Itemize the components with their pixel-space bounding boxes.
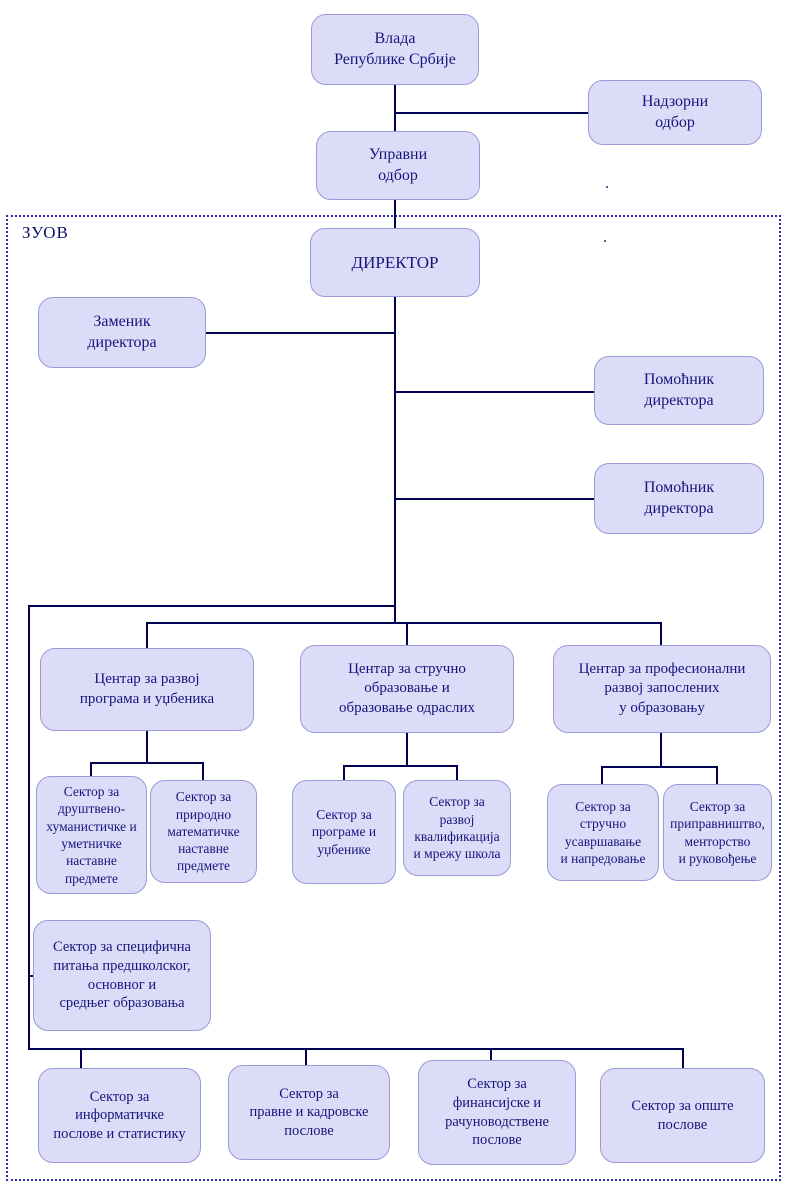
node-pomocnik-direktora-1: Помоћник директора xyxy=(594,356,764,425)
zuov-frame-label: ЗУОВ xyxy=(22,223,69,242)
connector-line xyxy=(90,762,92,777)
node-nadzorni-odbor: Надзорни одбор xyxy=(588,80,762,145)
connector-line xyxy=(396,391,594,393)
node-vlada: Влада Републике Србије xyxy=(311,14,479,85)
connector-line xyxy=(28,605,30,1049)
connector-line xyxy=(146,622,662,624)
connector-line xyxy=(90,762,204,764)
node-direktor: ДИРЕКТОР xyxy=(310,228,480,297)
node-sektor-programi-udzbenici: Сектор за програме и уџбенике xyxy=(292,780,396,884)
node-centar-profesionalni-razvoj: Центар за професионални развој запослени… xyxy=(553,645,771,733)
node-sektor-pripravnistvo: Сектор за приправништво, менторство и ру… xyxy=(663,784,772,881)
connector-line xyxy=(394,112,588,114)
node-sektor-razvoj-kvalifikacija: Сектор за развој квалификација и мрежу ш… xyxy=(403,780,511,876)
stray-dot: . xyxy=(605,175,609,192)
connector-line xyxy=(28,1048,684,1050)
connector-line xyxy=(716,766,718,784)
node-sektor-opsti-poslovi: Сектор за опште послове xyxy=(600,1068,765,1163)
node-centar-razvoj-programa: Центар за развој програма и уџбеника xyxy=(40,648,254,731)
connector-line xyxy=(406,733,408,765)
connector-line xyxy=(394,297,396,624)
connector-line xyxy=(682,1048,684,1068)
connector-line xyxy=(396,498,594,500)
connector-line xyxy=(305,1048,307,1065)
node-upravni-odbor: Управни одбор xyxy=(316,131,480,200)
connector-line xyxy=(394,85,396,131)
connector-line xyxy=(202,762,204,781)
node-sektor-specificna-pitanja: Сектор за специфична питања предшколског… xyxy=(33,920,211,1031)
connector-line xyxy=(601,766,717,768)
connector-line xyxy=(660,622,662,645)
connector-line xyxy=(490,1048,492,1061)
connector-line xyxy=(601,766,603,784)
node-zamenik-direktora: Заменик директора xyxy=(38,297,206,368)
node-sektor-informaticki-poslovi: Сектор за информатичке послове и статист… xyxy=(38,1068,201,1163)
connector-line xyxy=(146,622,148,648)
connector-line xyxy=(343,765,457,767)
connector-line xyxy=(456,765,458,781)
connector-line xyxy=(406,622,408,645)
node-pomocnik-direktora-2: Помоћник директора xyxy=(594,463,764,534)
stray-dot: . xyxy=(603,229,607,246)
connector-line xyxy=(28,975,36,977)
node-sektor-strucno-usavrsavanje: Сектор за стручно усавршавање и напредов… xyxy=(547,784,659,881)
node-centar-strucno-obrazovanje: Центар за стручно образовање и образовањ… xyxy=(300,645,514,733)
zuov-frame xyxy=(6,215,781,1181)
node-sektor-drustveno-humanisticki: Сектор за друштвено- хуманистичке и умет… xyxy=(36,776,147,894)
connector-line xyxy=(80,1048,82,1068)
connector-line xyxy=(660,733,662,766)
node-sektor-finansijski: Сектор за финансијске и рачуноводствене … xyxy=(418,1060,576,1165)
connector-line xyxy=(206,332,394,334)
connector-line xyxy=(394,200,396,229)
connector-line xyxy=(146,731,148,762)
node-sektor-pravni-kadrovski: Сектор за правне и кадровске послове xyxy=(228,1065,390,1160)
connector-line xyxy=(343,765,345,781)
connector-line xyxy=(28,605,395,607)
node-sektor-prirodno-matematicki: Сектор за природно математичке наставне … xyxy=(150,780,257,883)
